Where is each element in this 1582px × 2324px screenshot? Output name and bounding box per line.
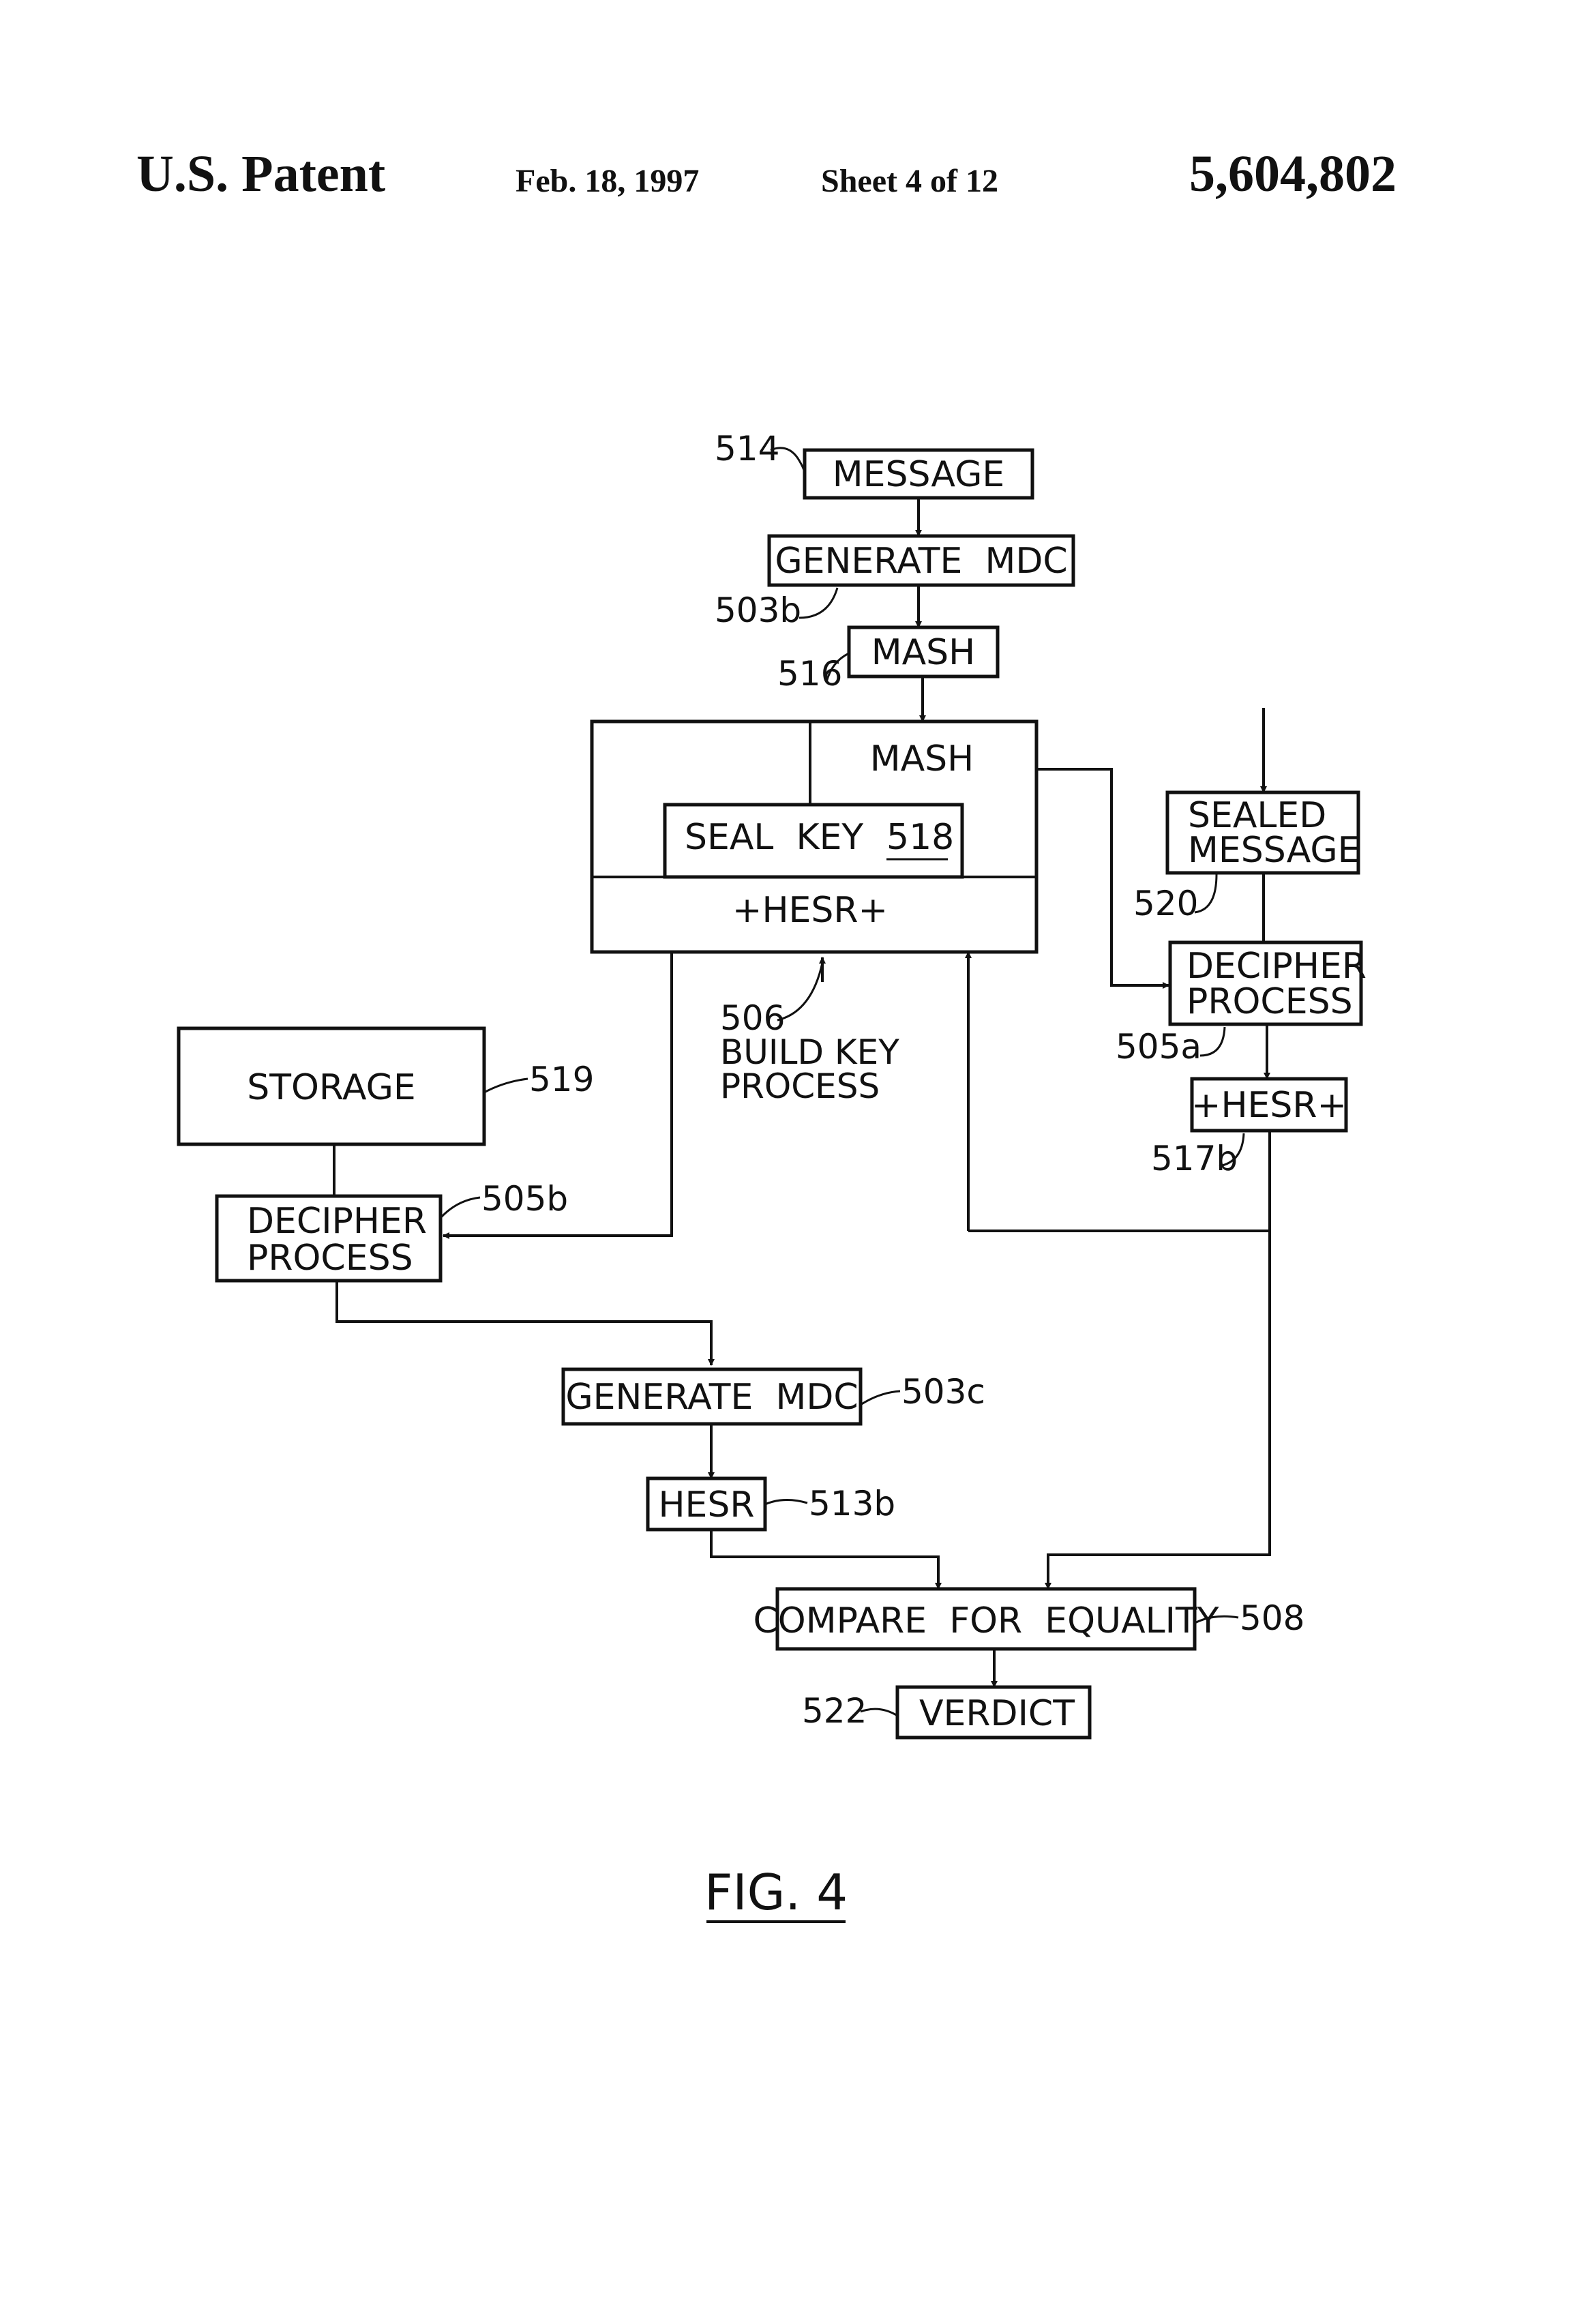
arrow-hesr-b-to-compare — [711, 1530, 938, 1589]
seal-key-label: SEAL KEY — [685, 817, 863, 858]
ref-503c: 503c — [901, 1372, 985, 1412]
build-key-hesr-label: +HESR+ — [732, 890, 888, 931]
mash-top-label: MASH — [871, 632, 976, 673]
storage-label: STORAGE — [247, 1067, 416, 1108]
ref-503b: 503b — [715, 591, 801, 630]
sealed-message-line2: MESSAGE — [1188, 830, 1360, 871]
generate-mdc-top-label: GENERATE MDC — [775, 541, 1067, 582]
decipher-b-line1: DECIPHER — [247, 1201, 427, 1242]
decipher-a-line2: PROCESS — [1186, 981, 1353, 1022]
decipher-b-line2: PROCESS — [247, 1238, 413, 1279]
generate-mdc-bottom-label: GENERATE MDC — [565, 1377, 858, 1418]
arrow-buildkey-to-decipher-a — [1036, 769, 1169, 985]
ref-517b: 517b — [1151, 1139, 1238, 1178]
build-key-mash-label: MASH — [870, 739, 974, 779]
ref-513b: 513b — [809, 1484, 895, 1523]
arrow-hesr-to-compare — [1048, 1231, 1270, 1589]
ref-505a: 505a — [1116, 1027, 1202, 1067]
decipher-a-line1: DECIPHER — [1186, 946, 1367, 987]
hesr-b-label: HESR — [658, 1485, 754, 1525]
ref-520: 520 — [1133, 884, 1198, 923]
ref-519: 519 — [529, 1060, 594, 1099]
figure-label: FIG. 4 — [704, 1864, 848, 1921]
seal-key-ref: 518 — [886, 817, 954, 858]
hesr-a-label: +HESR+ — [1191, 1085, 1347, 1126]
arrow-decipher-b-to-mdc — [337, 1281, 711, 1365]
ref-505b: 505b — [481, 1179, 568, 1219]
ref-506-line2: PROCESS — [720, 1067, 880, 1106]
message-label: MESSAGE — [833, 454, 1005, 495]
ref-508: 508 — [1240, 1598, 1304, 1638]
compare-label: COMPARE FOR EQUALITY — [753, 1600, 1219, 1641]
ref-522: 522 — [802, 1691, 867, 1731]
ref-514: 514 — [715, 429, 779, 468]
reference-numerals: 514 503b 516 506 BUILD KEY PROCESS 520 5… — [441, 429, 1304, 1731]
build-key-block: MASH SEAL KEY 518 +HESR+ — [592, 721, 1036, 952]
verdict-label: VERDICT — [919, 1693, 1075, 1734]
ref-516: 516 — [777, 654, 842, 694]
